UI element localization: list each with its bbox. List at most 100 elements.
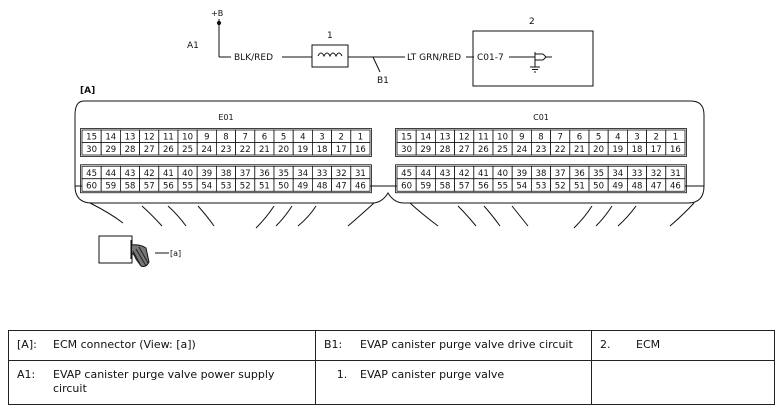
pin-number: 39 bbox=[201, 169, 212, 179]
pin-number: 30 bbox=[86, 145, 97, 155]
pin-number: 38 bbox=[221, 169, 232, 179]
pin-cell bbox=[665, 178, 686, 192]
pin-number: 11 bbox=[478, 133, 489, 143]
pin-number: 42 bbox=[459, 169, 470, 179]
view-small-a-label: [a] bbox=[170, 249, 181, 258]
ground-icon bbox=[530, 66, 540, 73]
pin-block-frame bbox=[80, 128, 372, 157]
pin-number: 45 bbox=[86, 169, 97, 179]
pin-number: 41 bbox=[478, 169, 489, 179]
pin-number: 32 bbox=[336, 169, 347, 179]
pin-block-frame bbox=[395, 128, 687, 157]
a1-label: A1 bbox=[187, 41, 199, 51]
pin-number: 3 bbox=[319, 133, 324, 143]
pin-number: 22 bbox=[240, 145, 251, 155]
pin-number: 51 bbox=[574, 181, 585, 191]
pin-number: 23 bbox=[221, 145, 232, 155]
legend-value: ECM connector (View: [a]) bbox=[53, 338, 196, 351]
pin-number: 7 bbox=[557, 133, 562, 143]
legend-cell: A1: EVAP canister purge valve power suppl… bbox=[8, 360, 316, 405]
legend-cell: [A]:ECM connector (View: [a]) bbox=[8, 330, 316, 361]
connector-name-label: E01 bbox=[218, 113, 233, 122]
pin-number: 42 bbox=[144, 169, 155, 179]
pin-number: 6 bbox=[577, 133, 582, 143]
pin-number: 27 bbox=[459, 145, 470, 155]
schematic: +B A1 BLK/RED 1 B1 LT GRN/RED 2 C01-7 bbox=[187, 9, 594, 87]
legend-value: EVAP canister purge valve bbox=[360, 368, 505, 381]
pin-number: 25 bbox=[182, 145, 193, 155]
pin-number: 60 bbox=[401, 181, 412, 191]
pin-number: 59 bbox=[105, 181, 116, 191]
pin-number: 21 bbox=[259, 145, 270, 155]
pin-number: 48 bbox=[317, 181, 328, 191]
pin-number: 12 bbox=[144, 133, 155, 143]
pin-number: 37 bbox=[240, 169, 251, 179]
legend-value: EVAP canister purge valve drive circuit bbox=[360, 338, 573, 351]
pin-number: 5 bbox=[281, 133, 286, 143]
pin-number: 13 bbox=[125, 133, 136, 143]
legend-cell bbox=[591, 360, 775, 405]
pin-number: 33 bbox=[317, 169, 328, 179]
legend-row: A1: EVAP canister purge valve power suppl… bbox=[8, 360, 775, 405]
right-wire-label: LT GRN/RED bbox=[407, 53, 461, 63]
pin-number: 43 bbox=[440, 169, 451, 179]
pin-number: 35 bbox=[278, 169, 289, 179]
b1-label: B1 bbox=[377, 76, 389, 86]
pin-block-frame bbox=[395, 164, 687, 194]
pin-number: 41 bbox=[163, 169, 174, 179]
legend-key: A1: bbox=[17, 368, 36, 381]
pin-cell bbox=[350, 142, 371, 156]
pin-number: 54 bbox=[516, 181, 527, 191]
pin-number: 14 bbox=[420, 133, 431, 143]
connector-name-label: C01 bbox=[533, 113, 549, 122]
pin-number: 15 bbox=[401, 133, 412, 143]
pin-number: 14 bbox=[105, 133, 116, 143]
pin-number: 34 bbox=[612, 169, 623, 179]
pin-number: 23 bbox=[536, 145, 547, 155]
pin-number: 5 bbox=[596, 133, 601, 143]
pin-number: 55 bbox=[497, 181, 508, 191]
pin-number: 4 bbox=[300, 133, 305, 143]
pin-number: 50 bbox=[593, 181, 604, 191]
pin-number: 37 bbox=[555, 169, 566, 179]
left-wire-label: BLK/RED bbox=[234, 53, 273, 63]
pin-number: 44 bbox=[420, 169, 431, 179]
pin-number: 56 bbox=[478, 181, 489, 191]
pin-number: 46 bbox=[670, 181, 681, 191]
pin-number: 7 bbox=[242, 133, 247, 143]
purge-valve-symbol bbox=[311, 44, 349, 68]
legend-key: 2. bbox=[600, 338, 611, 351]
pin-number: 1 bbox=[673, 133, 678, 143]
pin-cell bbox=[350, 178, 371, 192]
pin-block-frame bbox=[80, 164, 372, 194]
pin-number: 57 bbox=[144, 181, 155, 191]
pin-number: 36 bbox=[574, 169, 585, 179]
pin-number: 31 bbox=[355, 169, 366, 179]
pin-number: 58 bbox=[125, 181, 136, 191]
pin-number: 49 bbox=[297, 181, 308, 191]
pin-cell bbox=[665, 142, 686, 156]
connector-housing bbox=[74, 100, 705, 204]
pin-number: 22 bbox=[555, 145, 566, 155]
pin-number: 18 bbox=[632, 145, 643, 155]
connector-view-icon bbox=[98, 235, 169, 267]
pin-number: 55 bbox=[182, 181, 193, 191]
pin-number: 57 bbox=[459, 181, 470, 191]
pin-number: 32 bbox=[651, 169, 662, 179]
pin-number: 17 bbox=[336, 145, 347, 155]
legend-key: B1: bbox=[324, 338, 343, 351]
pin-number: 16 bbox=[355, 145, 366, 155]
pin-number: 33 bbox=[632, 169, 643, 179]
pin-number: 27 bbox=[144, 145, 155, 155]
pin-number: 17 bbox=[651, 145, 662, 155]
pin-ref-label: C01-7 bbox=[477, 53, 504, 63]
legend-value: EVAP canister purge valve power supply c… bbox=[53, 368, 275, 395]
pin-number: 6 bbox=[262, 133, 267, 143]
pin-number: 53 bbox=[221, 181, 232, 191]
legend-row: [A]:ECM connector (View: [a]) B1: EVAP ca… bbox=[8, 330, 775, 361]
pin-number: 47 bbox=[336, 181, 347, 191]
view-a-label: [A] bbox=[80, 86, 95, 96]
